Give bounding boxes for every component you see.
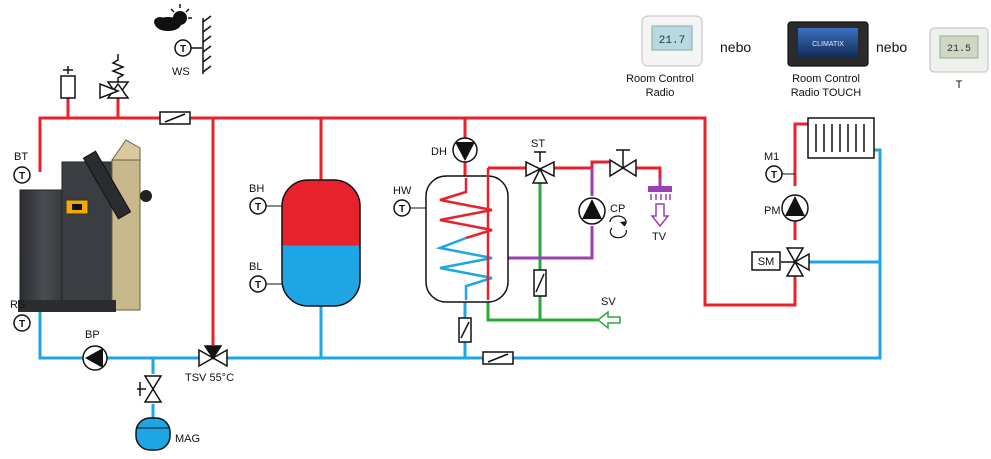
cold-water-pipes — [486, 180, 598, 322]
label-tsv: TSV 55°C — [185, 372, 234, 384]
boiler-pump-bp: BP — [82, 329, 108, 371]
dhw-hot-coil — [439, 178, 493, 240]
circulation-return-pipe — [486, 226, 594, 260]
label-sv: SV — [601, 296, 616, 308]
air-vent — [60, 66, 76, 99]
label-sm: SM — [758, 256, 775, 268]
servo-motor — [751, 251, 781, 271]
sensor-bh: T BH — [249, 183, 282, 215]
expansion-vessel-mag: MAG — [135, 375, 200, 451]
dhw-tank — [425, 168, 509, 303]
label-m1: M1 — [764, 151, 779, 163]
check-valve-dhw-return — [458, 317, 472, 343]
label-bp: BP — [85, 329, 100, 341]
label-hw: HW — [393, 185, 412, 197]
sensor-rs: T RS — [10, 299, 31, 332]
label-cp: CP — [610, 203, 625, 215]
label-touch-line2: Radio TOUCH — [791, 87, 862, 99]
thermostatic-valve-tsv: TSV 55°C — [185, 345, 234, 384]
svg-text:T: T — [255, 202, 261, 213]
buffer-tank — [281, 179, 361, 307]
svg-text:T: T — [771, 170, 777, 181]
check-valve-bottom — [482, 351, 514, 365]
shutoff-valve-tap — [609, 149, 637, 178]
timer-icon — [609, 215, 627, 227]
sensor-bt: T BT — [13, 151, 31, 184]
circulation-pipes — [486, 168, 662, 260]
label-nebo-2: nebo — [876, 39, 907, 55]
feeder-motor — [140, 190, 152, 202]
safety-valve — [99, 54, 130, 100]
tap-flow-arrow — [650, 203, 670, 228]
label-radio-line2: Radio — [646, 87, 675, 99]
svg-text:T: T — [180, 44, 186, 55]
check-valve-mixing — [533, 269, 547, 297]
label-bl: BL — [249, 261, 262, 273]
thermostat-display-reading: 21.5 — [947, 44, 971, 55]
radiator-supply-pipe — [793, 122, 808, 186]
main-supply-pipe — [38, 116, 797, 307]
label-mag: MAG — [175, 433, 200, 445]
sensor-hw: T HW — [393, 185, 426, 217]
cold-water-inlet-pipe — [486, 300, 598, 322]
label-t: T — [956, 79, 963, 91]
inlet-arrow — [596, 310, 621, 330]
outdoor-wall-icon — [202, 15, 212, 74]
touch-brand-text: CLIMATIX — [812, 41, 844, 48]
label-bh: BH — [249, 183, 264, 195]
label-pm: PM — [764, 205, 781, 217]
label-rs: RS — [10, 299, 25, 311]
label-radio-line1: Room Control — [626, 73, 694, 85]
pellet-hopper — [111, 159, 141, 311]
room-control-touch: CLIMATIX Room Control Radio TOUCH — [787, 21, 869, 99]
temperature-sensors: T BT T RS T WS T BH T BL T H — [10, 39, 795, 332]
svg-text:T: T — [19, 319, 25, 330]
room-thermostat-t: 21.5 T — [929, 27, 989, 91]
label-tv: TV — [652, 231, 667, 243]
dhw-cold-coil — [435, 236, 493, 300]
dhw-hot-outlet-pipe — [488, 160, 662, 178]
svg-text:T: T — [19, 171, 25, 182]
room-control-radio: 21.7 Room Control Radio — [626, 15, 703, 99]
radiator — [807, 117, 875, 159]
circulation-pump-cp: CP — [578, 197, 627, 239]
pellet-boiler — [18, 139, 152, 312]
label-st: ST — [531, 138, 545, 150]
shower-tap-icon: TV — [648, 186, 672, 243]
label-ws: WS — [172, 66, 190, 78]
sensor-ws: T WS — [172, 39, 202, 78]
hot-pipes — [38, 98, 808, 345]
cold-pipes — [38, 148, 882, 418]
label-nebo-1: nebo — [720, 39, 751, 55]
label-dh: DH — [431, 146, 447, 158]
label-bt: BT — [14, 151, 28, 163]
sensor-m1: T M1 — [764, 151, 795, 183]
mixing-valve-sm: SM — [751, 247, 810, 277]
check-valve-top — [159, 111, 191, 125]
radio-display-reading: 21.7 — [659, 35, 685, 47]
dhw-pump-dh: DH — [431, 137, 478, 163]
cold-water-inlet-sv: SV — [596, 296, 621, 330]
svg-text:T: T — [399, 204, 405, 215]
label-touch-line1: Room Control — [792, 73, 860, 85]
mixing-pump-pm: PM — [764, 194, 809, 222]
weather-icon — [154, 4, 192, 31]
sensor-bl: T BL — [249, 261, 282, 293]
svg-text:T: T — [255, 280, 261, 291]
thermostatic-mixer-st: ST — [525, 138, 555, 184]
main-return-pipe — [38, 148, 882, 360]
